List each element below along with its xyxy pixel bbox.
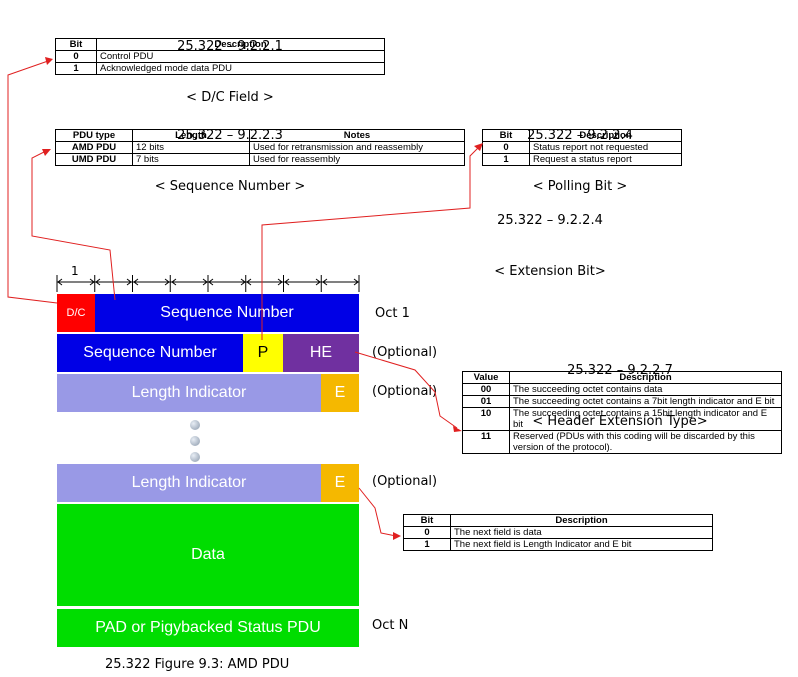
poll-cell: Request a status report: [529, 153, 682, 166]
extension-bit-field-1: E: [321, 374, 359, 412]
extension-arrow: [358, 487, 397, 537]
length-indicator-field-1: Length Indicator: [57, 374, 321, 412]
dc-cell: Acknowledged mode data PDU: [96, 62, 385, 75]
ellipsis-dot: [190, 420, 200, 430]
table-row: UMD PDU 7 bits Used for reassembly: [55, 153, 465, 166]
seq-cell: 7 bits: [132, 153, 250, 166]
seq-heading-name: < Sequence Number >: [154, 179, 306, 194]
figure-caption: 25.322 Figure 9.3: AMD PDU: [105, 657, 290, 672]
sequence-number-field-2: Sequence Number: [57, 334, 243, 372]
sequence-arrow: [31, 150, 116, 301]
ellipsis-dot: [190, 452, 200, 462]
table-row: 1 Request a status report: [482, 153, 682, 166]
seq-table: PDU type Length Notes AMD PDU 12 bits Us…: [55, 129, 465, 166]
octn-label: Oct N: [372, 618, 409, 633]
optional-label: (Optional): [372, 474, 438, 489]
poll-table: Bit Description 0 Status report not requ…: [482, 129, 682, 166]
extension-bit-field-2: E: [321, 464, 359, 502]
he-cell: 11: [462, 430, 510, 454]
header-extension-arrow: [354, 351, 458, 429]
seq-cell: Used for reassembly: [249, 153, 465, 166]
ext-cell: The next field is Length Indicator and E…: [450, 538, 713, 551]
optional-label: (Optional): [372, 384, 438, 399]
table-row: 1 The next field is Length Indicator and…: [403, 538, 713, 551]
table-row: 1 Acknowledged mode data PDU: [55, 62, 385, 75]
sequence-number-field-1: Sequence Number: [95, 294, 359, 332]
polling-arrow: [261, 147, 479, 340]
pad-field: PAD or Pigybacked Status PDU: [57, 609, 359, 647]
he-cell: 10: [462, 407, 510, 431]
ext-heading: 25.322 – 9.2.2.4 < Extension Bit>: [450, 178, 650, 297]
length-indicator-field-2: Length Indicator: [57, 464, 321, 502]
header-extension-field: HE: [283, 334, 359, 372]
oct1-label: Oct 1: [375, 306, 410, 321]
table-row: 0 The next field is data: [403, 526, 713, 539]
dc-heading-name: < D/C Field >: [186, 90, 274, 105]
he-cell: Reserved (PDUs with this coding will be …: [509, 430, 782, 454]
dc-field: D/C: [57, 294, 95, 332]
table-row: 10 The succeeding octet contains a 15bit…: [462, 407, 782, 431]
dc-cell: 1: [55, 62, 97, 75]
dc-arrow: [7, 60, 58, 304]
he-table: Value Description 00 The succeeding octe…: [462, 371, 782, 454]
ext-table: Bit Description 0 The next field is data…: [403, 514, 713, 551]
polling-bit-field: P: [243, 334, 283, 372]
ext-heading-name: < Extension Bit>: [494, 264, 606, 279]
ellipsis-dot: [190, 436, 200, 446]
table-row: 11 Reserved (PDUs with this coding will …: [462, 430, 782, 454]
ext-heading-ref: 25.322 – 9.2.2.4: [497, 213, 603, 228]
poll-heading-name: < Polling Bit >: [532, 179, 628, 194]
ext-cell: 1: [403, 538, 451, 551]
optional-label: (Optional): [372, 345, 438, 360]
dc-table: Bit Description 0 Control PDU 1 Acknowle…: [55, 38, 385, 75]
bit-width-label: 1: [71, 264, 79, 278]
data-field: Data: [57, 504, 359, 606]
